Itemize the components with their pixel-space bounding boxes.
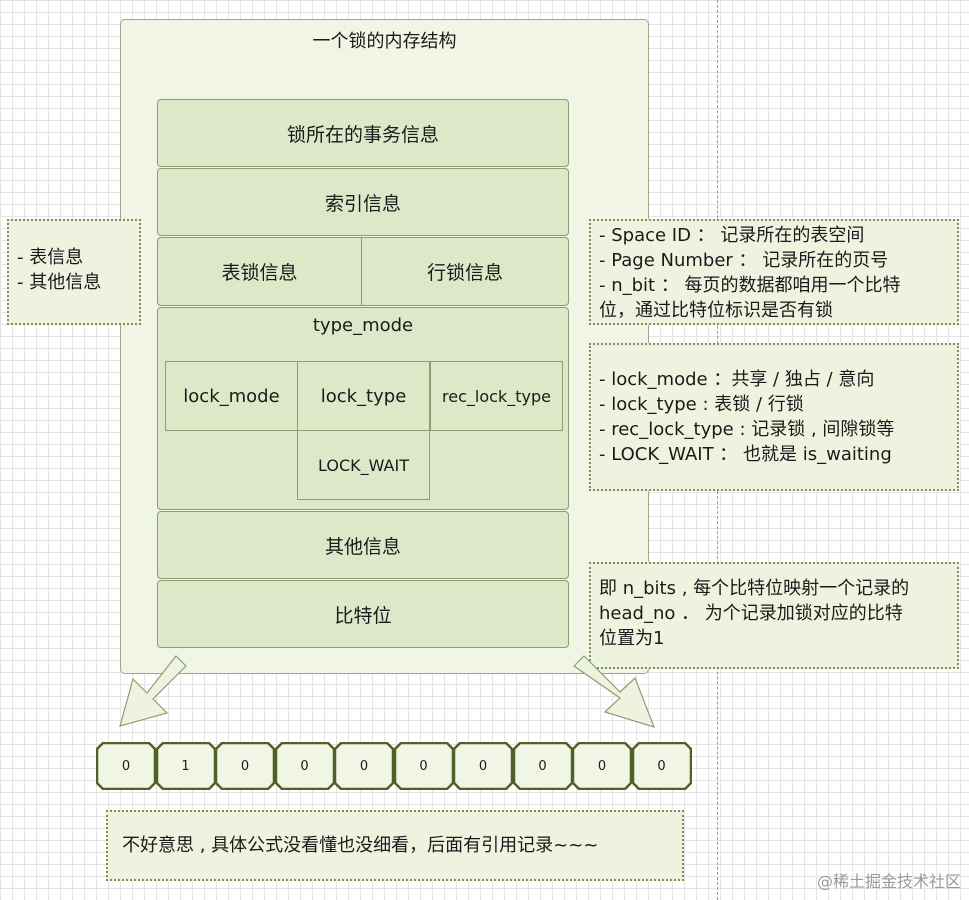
txn-info-cell: 锁所在的事务信息 xyxy=(157,99,569,167)
bit-value: 1 xyxy=(181,758,190,774)
left-note-line: - 表信息 xyxy=(17,247,84,268)
note-line: - rec_lock_type : 记录锁 , 间隙锁等 xyxy=(599,419,895,440)
bit-cell: 0 xyxy=(274,742,335,790)
note-line: 位，通过比特位标识是否有锁 xyxy=(599,300,833,321)
bit-value: 0 xyxy=(419,758,428,774)
bit-value: 0 xyxy=(478,758,488,774)
bit-cell: 0 xyxy=(453,742,513,790)
lock-type-cell: lock_type xyxy=(297,361,430,431)
note-line: 位置为1 xyxy=(599,628,665,649)
table-lock-info-cell: 表锁信息 xyxy=(157,237,362,306)
bit-cell: 1 xyxy=(155,742,216,790)
bit-cell: 0 xyxy=(334,742,394,790)
bit-value: 0 xyxy=(300,758,309,774)
bit-value: 0 xyxy=(597,758,607,774)
note-line: - LOCK_WAIT ： 也就是 is_waiting xyxy=(599,444,892,465)
bits-cell: 比特位 xyxy=(157,580,569,648)
row-lock-info-cell: 行锁信息 xyxy=(361,237,569,306)
bit-value: 0 xyxy=(538,758,547,774)
note-line: 即 n_bits , 每个比特位映射一个记录的 xyxy=(599,578,910,599)
index-info-cell: 索引信息 xyxy=(157,168,569,236)
bit-cell: 0 xyxy=(215,742,275,790)
bit-cell: 0 xyxy=(631,742,692,790)
arrow-down-right-icon xyxy=(573,655,656,728)
bits-note: 即 n_bits , 每个比特位映射一个记录的 head_no ． 为个记录加锁… xyxy=(589,562,959,669)
bit-cell: 0 xyxy=(96,742,156,790)
note-line: - Page Number ： 记录所在的页号 xyxy=(599,250,889,271)
arrow-down-left-icon xyxy=(119,655,187,727)
bottom-note-text: 不好意思 , 具体公式没看懂也没细看，后面有引用记录~~~ xyxy=(122,835,599,856)
type-mode-title: type_mode xyxy=(312,315,414,336)
note-line: - n_bit ： 每页的数据都咱用一个比特 xyxy=(599,275,901,296)
note-line: - lock_mode ：共享 / 独占 / 意向 xyxy=(599,369,875,390)
type-mode-note: - lock_mode ：共享 / 独占 / 意向 - lock_type : … xyxy=(589,343,959,491)
rec-lock-type-cell: rec_lock_type xyxy=(430,361,563,431)
row-lock-note: - Space ID ： 记录所在的表空间 - Page Number ： 记录… xyxy=(589,219,959,325)
left-note-line: - 其他信息 xyxy=(17,272,102,293)
bit-value: 0 xyxy=(121,758,131,774)
bit-value: 0 xyxy=(657,758,666,774)
other-info-cell: 其他信息 xyxy=(157,511,569,579)
note-line: head_no ． 为个记录加锁对应的比特 xyxy=(599,603,903,624)
lock-mode-cell: lock_mode xyxy=(165,361,298,431)
bit-value: 0 xyxy=(359,758,369,774)
left-note: - 表信息 - 其他信息 xyxy=(7,219,141,325)
bit-cell: 0 xyxy=(393,742,454,790)
bit-cell: 0 xyxy=(572,742,632,790)
bit-value: 0 xyxy=(240,758,250,774)
bottom-note: 不好意思 , 具体公式没看懂也没细看，后面有引用记录~~~ xyxy=(106,810,684,881)
watermark: @稀土掘金技术社区 xyxy=(816,872,961,891)
note-line: - Space ID ： 记录所在的表空间 xyxy=(599,225,865,246)
lock-wait-cell: LOCK_WAIT xyxy=(297,430,430,500)
lock-struct-title: 一个锁的内存结构 xyxy=(312,31,457,52)
bit-cell: 0 xyxy=(512,742,573,790)
note-line: - lock_type : 表锁 / 行锁 xyxy=(599,394,804,415)
